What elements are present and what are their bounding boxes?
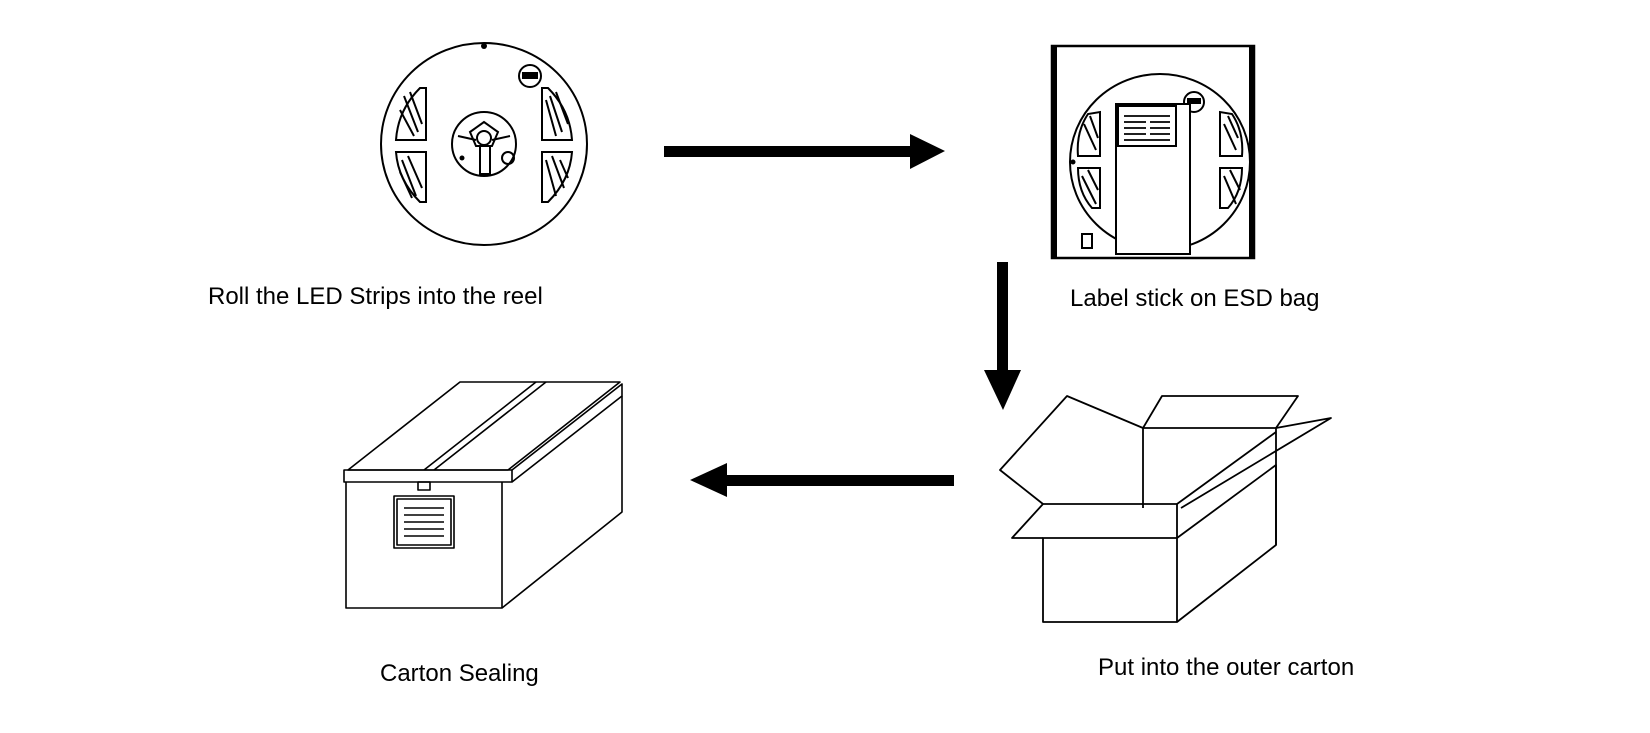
flow-arrow-down — [984, 262, 1021, 410]
step-caption-carton-sealing: Carton Sealing — [380, 660, 539, 687]
esd-bag-icon — [1050, 44, 1256, 260]
flow-arrow-right — [664, 134, 945, 169]
step-caption-reel: Roll the LED Strips into the reel — [208, 283, 543, 310]
open-carton-icon — [999, 395, 1332, 623]
step-caption-outer-carton: Put into the outer carton — [1098, 654, 1355, 681]
sealed-carton-icon — [343, 381, 623, 609]
flow-arrow-left — [690, 463, 954, 497]
led-reel-icon — [380, 42, 588, 246]
step-caption-esd-bag: Label stick on ESD bag — [1070, 285, 1320, 312]
